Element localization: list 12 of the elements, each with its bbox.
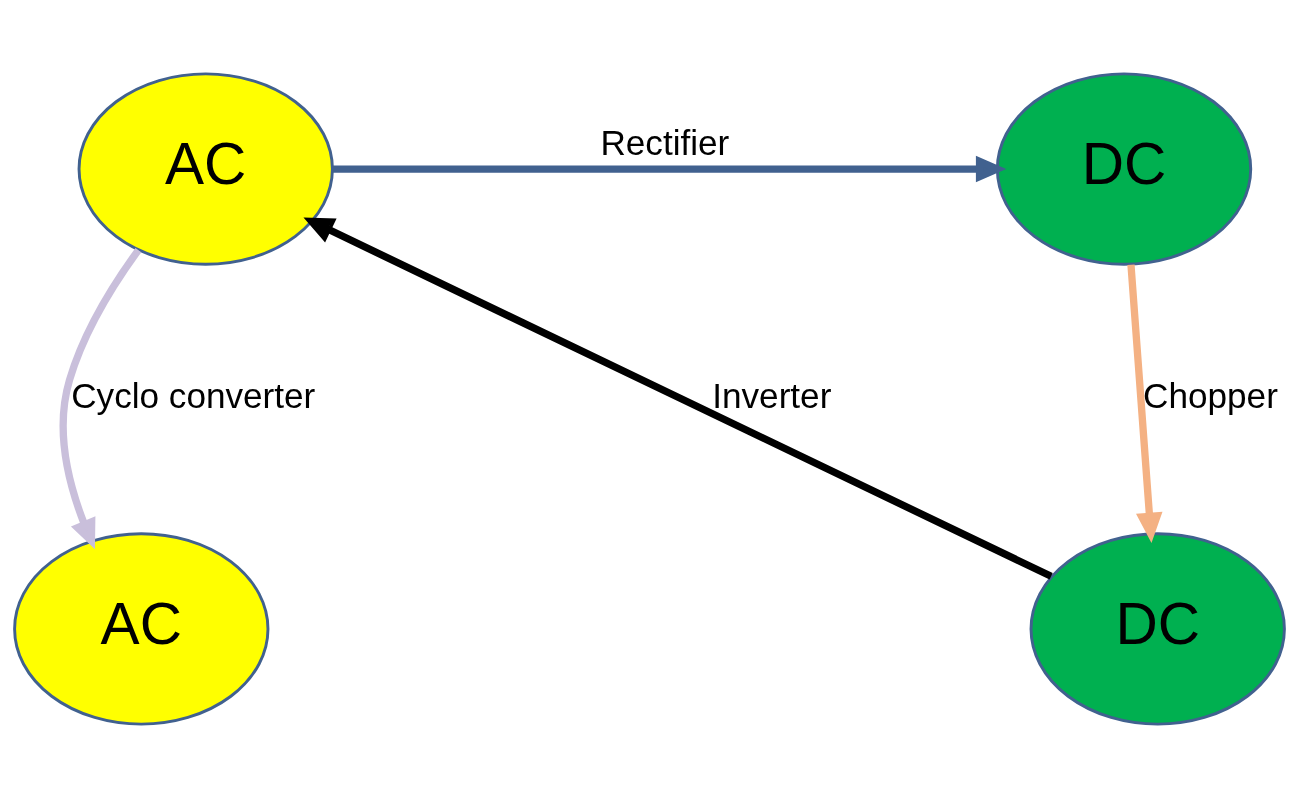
node-ellipse: AC (77, 72, 334, 266)
edge-label: Chopper (1143, 376, 1278, 416)
edge-label: Inverter (712, 376, 832, 416)
arrow (59, 247, 142, 550)
arrow (1127, 264, 1163, 543)
arrow (303, 217, 1053, 580)
node-ellipse: DC (1029, 532, 1286, 726)
arrow (332, 155, 1007, 183)
edge-label: Cyclo converter (71, 376, 316, 416)
node-ellipse: DC (995, 72, 1253, 266)
node-ellipse: AC (13, 532, 270, 726)
edge-label: Rectifier (600, 122, 730, 162)
